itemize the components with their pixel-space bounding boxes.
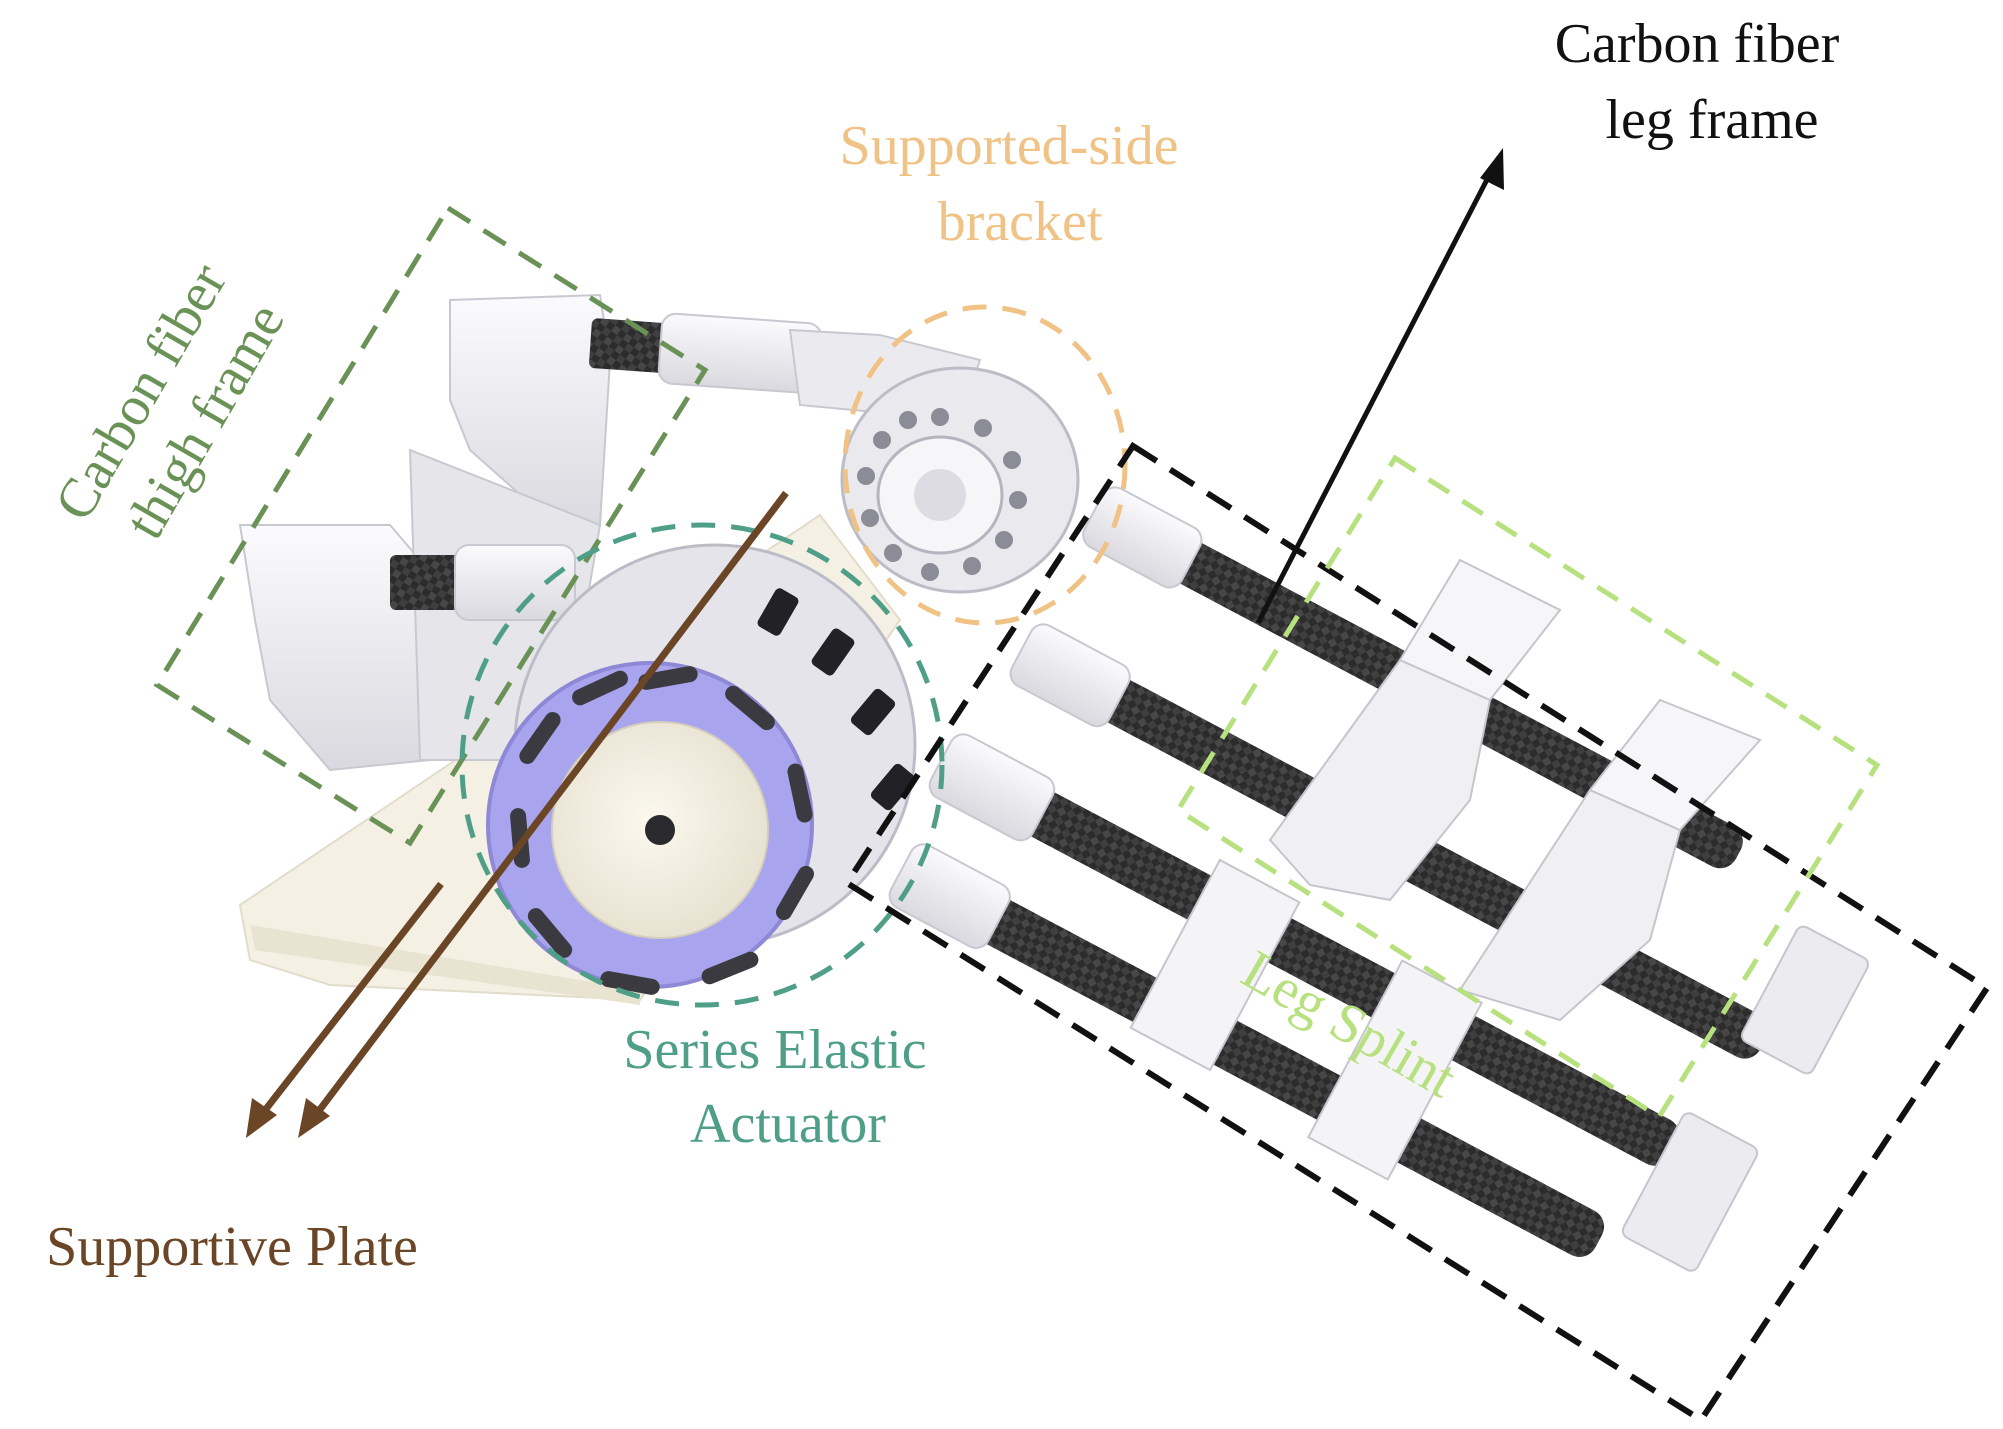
label-series-elastic-actuator: Series Elastic Actuator xyxy=(623,1019,940,1155)
actuator-outline xyxy=(459,522,945,1008)
label-carbon-thigh-frame: Carbon fiber thigh frame xyxy=(43,241,307,566)
label-supportive-plate: Supportive Plate xyxy=(46,1216,418,1278)
thigh-structure xyxy=(238,293,982,772)
thigh-frame-outline xyxy=(153,204,709,847)
leg-splint-outline xyxy=(1174,454,1881,1121)
actuator-face xyxy=(486,661,814,995)
leg-frame-rods xyxy=(888,486,1870,1272)
supportive-plate-arrow-1 xyxy=(298,490,789,1138)
leg-frame-arrow xyxy=(1255,148,1504,625)
label-carbon-leg-frame: Carbon fiber leg frame xyxy=(1555,13,1854,151)
bracket-disk xyxy=(840,366,1080,594)
label-supported-bracket: Supported-side bracket xyxy=(839,115,1192,253)
supportive-plate-arrow-2 xyxy=(246,881,444,1138)
bracket-outline xyxy=(842,304,1128,626)
leg-frame-outline xyxy=(842,441,1992,1425)
